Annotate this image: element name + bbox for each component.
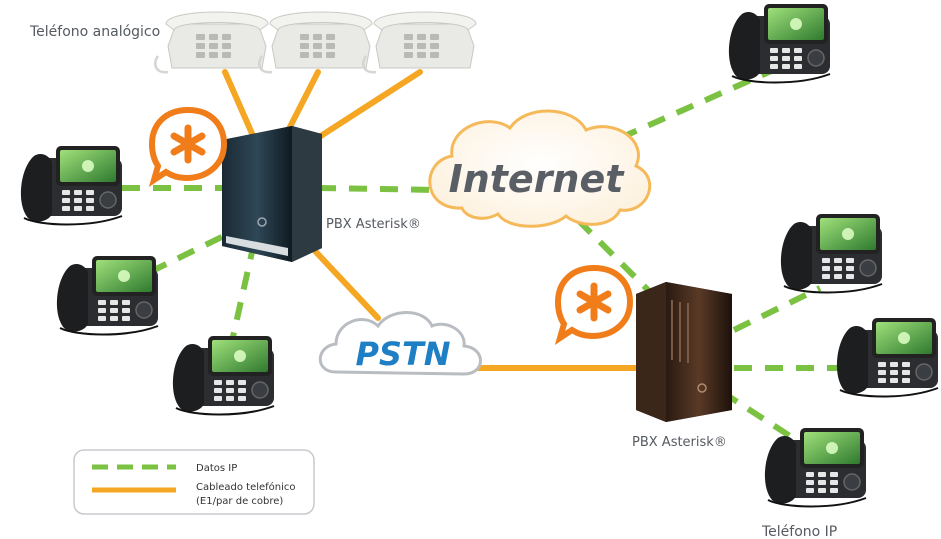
analog-phone-3	[361, 10, 478, 74]
pbx-left-label: PBX Asterisk®	[326, 217, 421, 232]
legend-ip-data-label: Datos IP	[196, 463, 237, 474]
pstn-label: PSTN	[355, 335, 450, 373]
asterisk-logo-left	[152, 110, 224, 180]
ip-phone-right-2	[779, 213, 883, 294]
ip-data-lines	[122, 65, 840, 439]
ip-phone-left-3	[171, 335, 275, 416]
analog-phone-2	[257, 10, 374, 74]
legend-cabling-label-1: Cableado telefónico	[196, 481, 296, 493]
ip-phone-left-2	[55, 255, 159, 336]
analog-phone-1	[153, 10, 270, 74]
pbx-tower-left	[222, 126, 322, 262]
pbx-right-label: PBX Asterisk®	[632, 435, 727, 450]
pbx-tower-right	[636, 282, 732, 422]
internet-label: Internet	[449, 157, 626, 201]
asterisk-logo-right	[558, 268, 630, 338]
ip-phone-left-1	[19, 145, 124, 226]
legend-cabling-label-2: (E1/par de cobre)	[196, 496, 283, 507]
ip-phone-label: Teléfono IP	[761, 524, 837, 539]
ip-phone-right-3	[835, 317, 939, 398]
internet-cloud: Internet	[428, 109, 652, 228]
ip-phone-right-1	[727, 3, 831, 84]
pstn-cloud: PSTN	[318, 311, 482, 376]
legend: Datos IP Cableado telefónico (E1/par de …	[73, 449, 315, 515]
ip-phone-right-4	[763, 427, 867, 508]
analog-phone-label: Teléfono analógico	[29, 24, 160, 40]
